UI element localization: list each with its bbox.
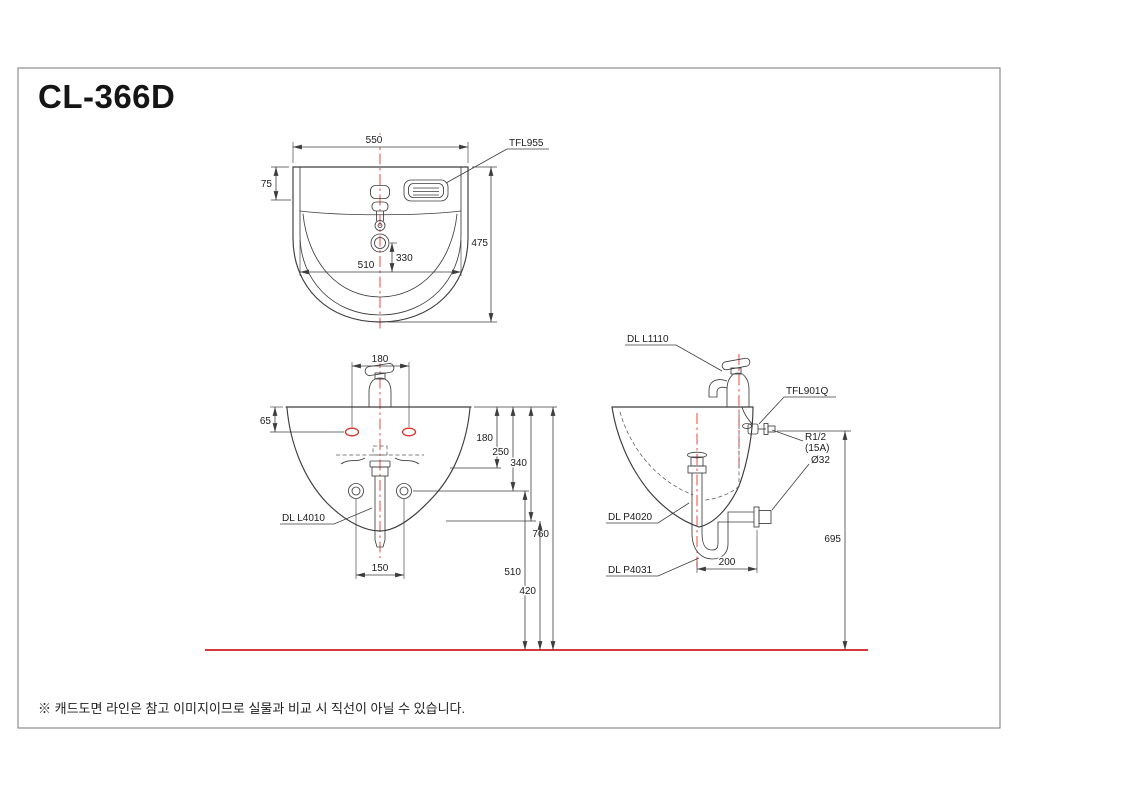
dim-150: 150 (372, 563, 389, 574)
basin-plan-outline (292, 166, 469, 323)
soap-dish (403, 179, 449, 202)
stop-valve (741, 406, 776, 435)
faucet-side (708, 357, 751, 407)
label-pipe-diameter: Ø32 (811, 455, 830, 466)
labels-and-dimensions-side: DL L1110 TFL901Q R1/2 (15A) Ø32 DL P4020… (606, 333, 851, 651)
drain-assembly-front (369, 460, 391, 548)
label-supply-size: R1/2 (805, 432, 827, 443)
basin-side-outline (611, 406, 754, 528)
basin-front-outline (285, 406, 472, 532)
faucet-slot-left (344, 427, 360, 437)
faucet-plan (370, 185, 390, 231)
dim-760: 760 (532, 529, 549, 540)
top-view: 550 75 475 510 330 TFL955 (259, 133, 549, 331)
label-faucet: DL L1110 (627, 334, 669, 345)
side-view: DL L1110 TFL901Q R1/2 (15A) Ø32 DL P4020… (606, 333, 851, 651)
label-trap: DL P4031 (608, 565, 653, 576)
dim-330: 330 (396, 253, 413, 264)
page-title: CL-366D (38, 78, 175, 115)
dim-340: 340 (510, 458, 527, 469)
label-supply-size-2: (15A) (805, 443, 829, 454)
drain-hole-plan (370, 233, 390, 253)
dimensions-plan: 550 75 475 510 330 TFL955 (259, 134, 549, 323)
label-valve: TFL901Q (786, 386, 828, 397)
dim-510-front: 510 (504, 567, 521, 578)
label-soap-dish: TFL955 (509, 138, 544, 149)
dim-475: 475 (471, 238, 488, 249)
sheet-border (17, 67, 1001, 729)
dim-180-drain: 180 (476, 433, 493, 444)
hidden-lines-side (619, 411, 740, 501)
section-waves (340, 457, 420, 465)
dim-510-plan: 510 (358, 260, 375, 271)
dim-180-faucet: 180 (372, 354, 389, 365)
dimensions-front: 180 65 180 250 340 760 510 420 (258, 353, 557, 651)
footnote: ※ 캐드도면 라인은 참고 이미지이므로 실물과 비교 시 직선이 아닐 수 있… (38, 701, 465, 716)
label-drain-front: DL L4010 (282, 513, 325, 524)
dim-550: 550 (366, 135, 383, 146)
label-popup-drain: DL P4020 (608, 512, 653, 523)
mounting-holes-front (348, 483, 412, 499)
dim-695: 695 (824, 534, 841, 545)
drain-trap-side (687, 451, 772, 560)
dim-250: 250 (492, 447, 509, 458)
faucet-slot-right (401, 427, 417, 437)
dim-75: 75 (261, 179, 273, 190)
dim-65: 65 (260, 416, 272, 427)
hidden-lines-front (336, 445, 424, 456)
front-view: 180 65 180 250 340 760 510 420 (258, 353, 557, 651)
faucet-hole-slots (344, 427, 417, 437)
faucet-front (364, 363, 395, 407)
dim-200: 200 (719, 557, 736, 568)
dim-420: 420 (519, 586, 536, 597)
